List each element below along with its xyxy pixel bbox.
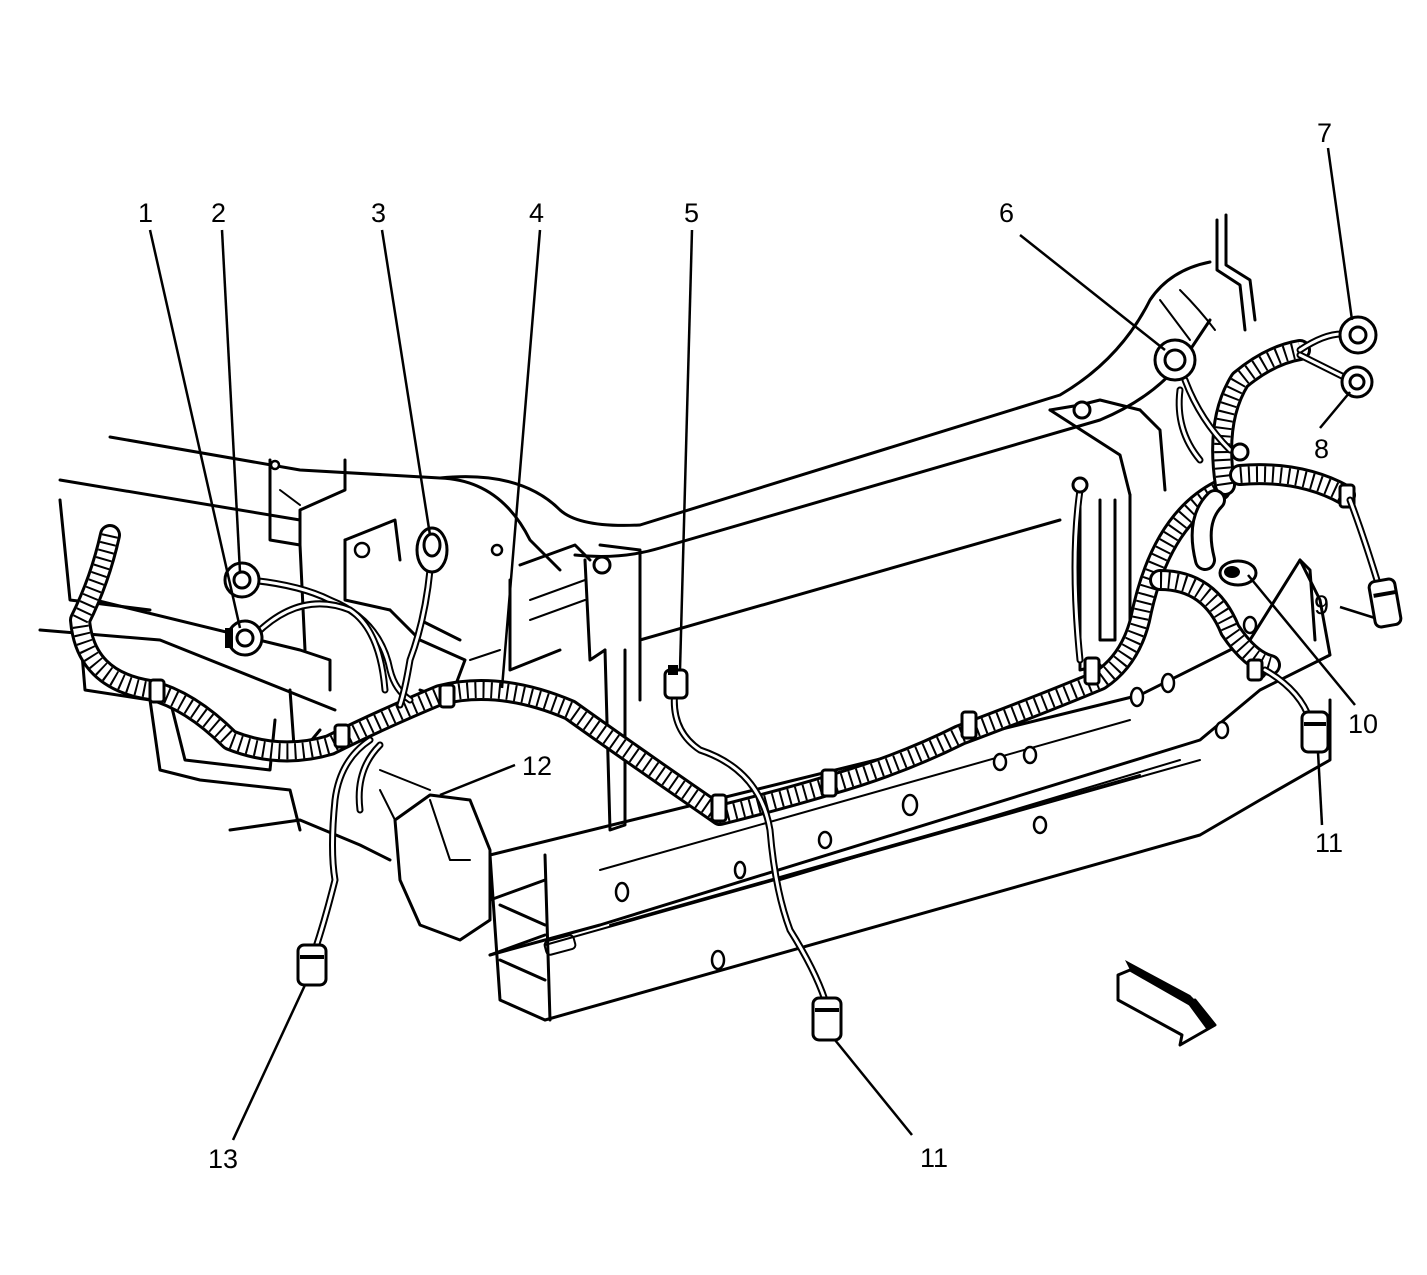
callout-9: 9: [1314, 590, 1329, 620]
leader-line-13: [231, 984, 307, 1141]
callout-6: 6: [999, 198, 1014, 228]
leader-line-11-bottom: [834, 1039, 913, 1136]
leader-line-1: [148, 229, 242, 629]
front-direction-arrow-icon: [1116, 960, 1217, 1047]
leader-line-10: [1247, 574, 1356, 706]
leader-line-11-right: [1316, 751, 1324, 826]
leader-line-6: [1019, 234, 1166, 351]
callout-8: 8: [1314, 434, 1329, 464]
leader-lines: [148, 147, 1376, 1141]
leader-line-7: [1326, 147, 1354, 321]
leader-line-8: [1319, 391, 1351, 429]
branch-wires: [246, 330, 1384, 1004]
callout-2: 2: [211, 198, 226, 228]
leader-line-12: [439, 763, 516, 797]
callout-5: 5: [684, 198, 699, 228]
callout-11-bottom: 11: [920, 1143, 948, 1173]
callout-11-right: 11: [1315, 828, 1343, 858]
connectors: [223, 315, 1403, 1042]
callout-12: 12: [522, 751, 552, 781]
leader-line-2: [220, 229, 242, 573]
callout-1: 1: [138, 198, 153, 228]
leader-line-4: [500, 229, 542, 689]
callout-13: 13: [208, 1144, 238, 1174]
callout-7: 7: [1317, 118, 1332, 148]
main-wiring-harness: [69, 339, 1356, 826]
callout-3: 3: [371, 198, 386, 228]
leader-line-5: [678, 229, 694, 671]
callout-labels: 1 2 3 4 5 6 7 8 9 10 11 11 12 13: [138, 118, 1378, 1174]
leader-line-3: [380, 229, 432, 536]
callout-4: 4: [529, 198, 544, 228]
leader-line-9: [1339, 605, 1376, 620]
callout-10: 10: [1348, 709, 1378, 739]
